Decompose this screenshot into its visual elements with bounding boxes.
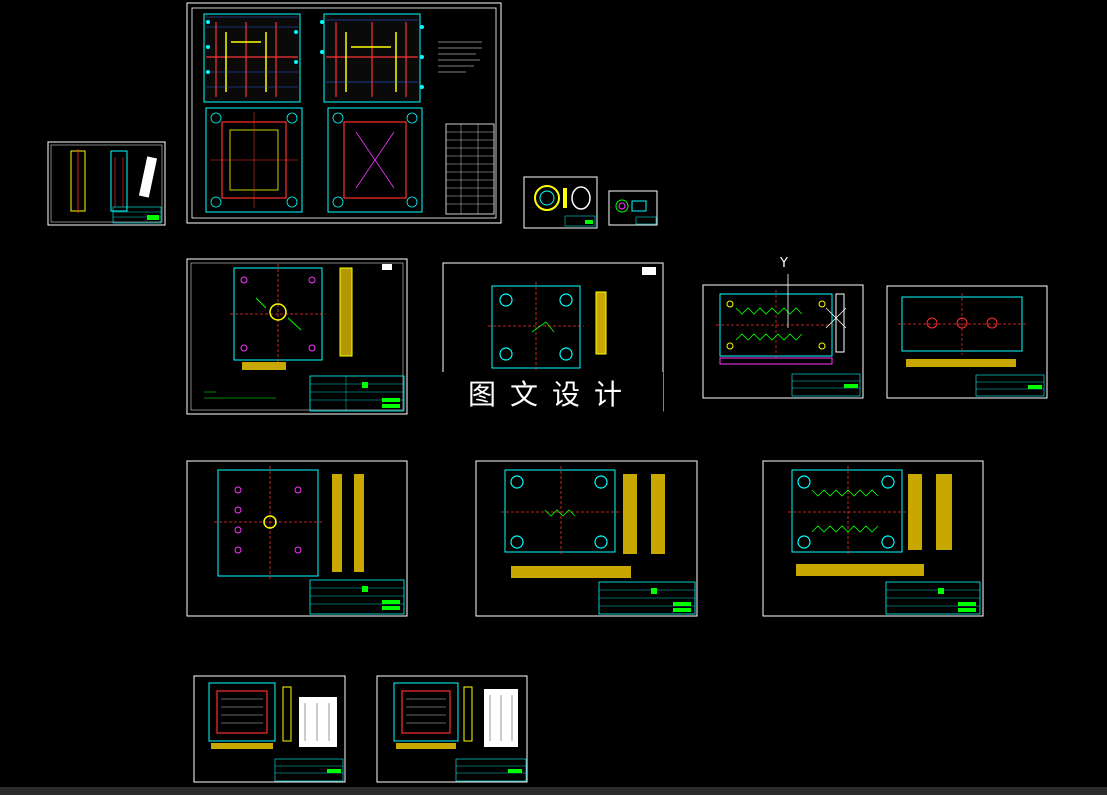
ucs-y-axis-label: Y: [780, 256, 788, 271]
plate-drawing-3-sheet[interactable]: [702, 284, 864, 399]
plate-drawing-8-sheet[interactable]: [193, 675, 346, 783]
watermark-text: 图文设计: [441, 372, 663, 417]
plate-drawing-4-sheet[interactable]: [886, 285, 1048, 399]
plate-drawing-1-sheet[interactable]: [186, 258, 408, 415]
part-drawing-small-left-sheet[interactable]: [47, 141, 166, 226]
status-bar: [0, 787, 1107, 795]
assembly-drawing-sheet[interactable]: [186, 2, 502, 224]
plate-drawing-9-sheet[interactable]: [376, 675, 528, 783]
plate-drawing-5-sheet[interactable]: [186, 460, 408, 617]
part-drawing-small-right-sheet[interactable]: [608, 190, 658, 226]
plate-drawing-2-sheet[interactable]: [442, 262, 664, 412]
plate-drawing-6-sheet[interactable]: [475, 460, 698, 617]
part-drawing-ring-sheet[interactable]: [523, 176, 598, 229]
plate-drawing-7-sheet[interactable]: [762, 460, 984, 617]
ucs-crosshair-icon: [778, 270, 848, 330]
